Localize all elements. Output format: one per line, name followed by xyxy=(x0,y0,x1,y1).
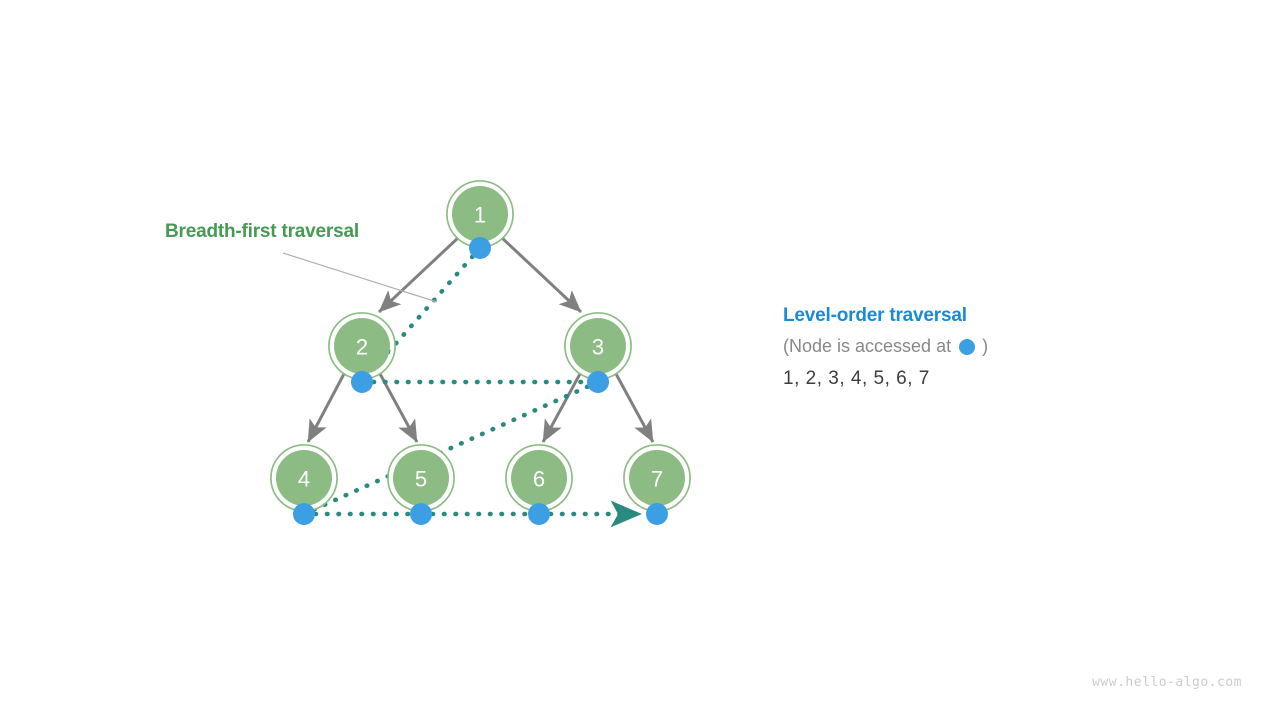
node-3-label: 3 xyxy=(592,335,604,360)
traversal-3-4 xyxy=(301,379,601,517)
legend-note-prefix: (Node is accessed at xyxy=(783,336,952,356)
node-7[interactable]: 7 xyxy=(623,444,691,512)
node-1-label: 1 xyxy=(474,203,486,228)
access-dot-node-1[interactable] xyxy=(469,237,491,259)
edge-1-2 xyxy=(377,235,461,314)
edge-1-3 xyxy=(499,235,583,314)
node-7-label: 7 xyxy=(651,467,663,492)
node-6[interactable]: 6 xyxy=(505,444,573,512)
node-5[interactable]: 5 xyxy=(387,444,455,512)
legend-note-suffix: ) xyxy=(982,336,989,356)
node-2-label: 2 xyxy=(356,335,368,360)
node-3[interactable]: 3 xyxy=(564,312,632,380)
access-dots xyxy=(293,237,668,525)
legend-title: Level-order traversal xyxy=(783,305,967,326)
access-dot-node-4[interactable] xyxy=(293,503,315,525)
access-dot-node-5[interactable] xyxy=(410,503,432,525)
watermark: www.hello-algo.com xyxy=(1092,675,1242,690)
bfs-title: Breadth-first traversal xyxy=(165,221,359,242)
edge-3-7 xyxy=(613,371,655,443)
access-dot-node-2[interactable] xyxy=(351,371,373,393)
edge-2-4 xyxy=(306,371,347,443)
node-2[interactable]: 2 xyxy=(328,312,396,380)
access-dot-node-6[interactable] xyxy=(528,503,550,525)
access-dot-node-3[interactable] xyxy=(587,371,609,393)
node-4[interactable]: 4 xyxy=(270,444,338,512)
access-dot-node-7[interactable] xyxy=(646,503,668,525)
legend-panel: Level-order traversal (Node is accessed … xyxy=(783,305,1203,390)
node-6-label: 6 xyxy=(533,467,545,492)
edge-3-6 xyxy=(541,371,583,443)
bfs-title-leader-line xyxy=(282,252,438,303)
node-5-label: 5 xyxy=(415,467,427,492)
traversal-sequence: 1, 2, 3, 4, 5, 6, 7 xyxy=(783,368,930,389)
access-dot-icon xyxy=(959,338,976,355)
node-4-label: 4 xyxy=(298,467,310,492)
legend-note: (Node is accessed at ) xyxy=(783,336,1203,357)
